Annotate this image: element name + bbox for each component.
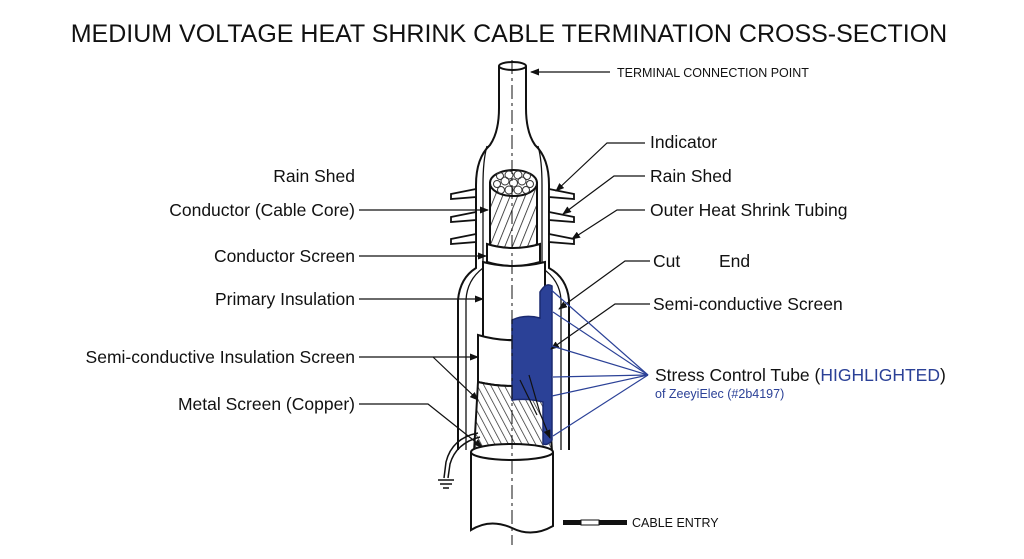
- conductor-core: [489, 169, 538, 249]
- label-conductor: Conductor (Cable Core): [169, 200, 355, 220]
- stress-tube-leaders: [548, 287, 649, 437]
- conductor-screen: [486, 242, 541, 267]
- label-cable-entry: CABLE ENTRY: [632, 516, 719, 530]
- label-stress-control-tube: Stress Control Tube (HIGHLIGHTED): [655, 365, 946, 385]
- page-title: MEDIUM VOLTAGE HEAT SHRINK CABLE TERMINA…: [71, 20, 948, 48]
- label-terminal-connection-point: TERMINAL CONNECTION POINT: [617, 66, 809, 80]
- label-conductor-screen: Conductor Screen: [214, 246, 355, 266]
- cable-entry-scale: [563, 519, 627, 526]
- label-outer-heat-shrink-tubing: Outer Heat Shrink Tubing: [650, 200, 847, 220]
- label-metal-screen: Metal Screen (Copper): [178, 394, 355, 414]
- rain-sheds: [450, 187, 575, 245]
- label-primary-insulation: Primary Insulation: [215, 289, 355, 309]
- label-stress-tube-subtitle: of ZeeyiElec (#2b4197): [655, 387, 784, 401]
- label-semiconductive-insulation-screen: Semi-conductive Insulation Screen: [86, 347, 355, 367]
- label-semiconductive-screen: Semi-conductive Screen: [653, 294, 843, 314]
- label-rain-shed-left: Rain Shed: [273, 166, 355, 186]
- ground-wire: [438, 432, 481, 489]
- label-indicator: Indicator: [650, 132, 717, 152]
- label-cut: Cut: [653, 251, 680, 271]
- label-end: End: [719, 251, 750, 271]
- stress-control-tube: [511, 284, 553, 446]
- label-rain-shed-right: Rain Shed: [650, 166, 732, 186]
- leader-lines: [359, 68, 650, 448]
